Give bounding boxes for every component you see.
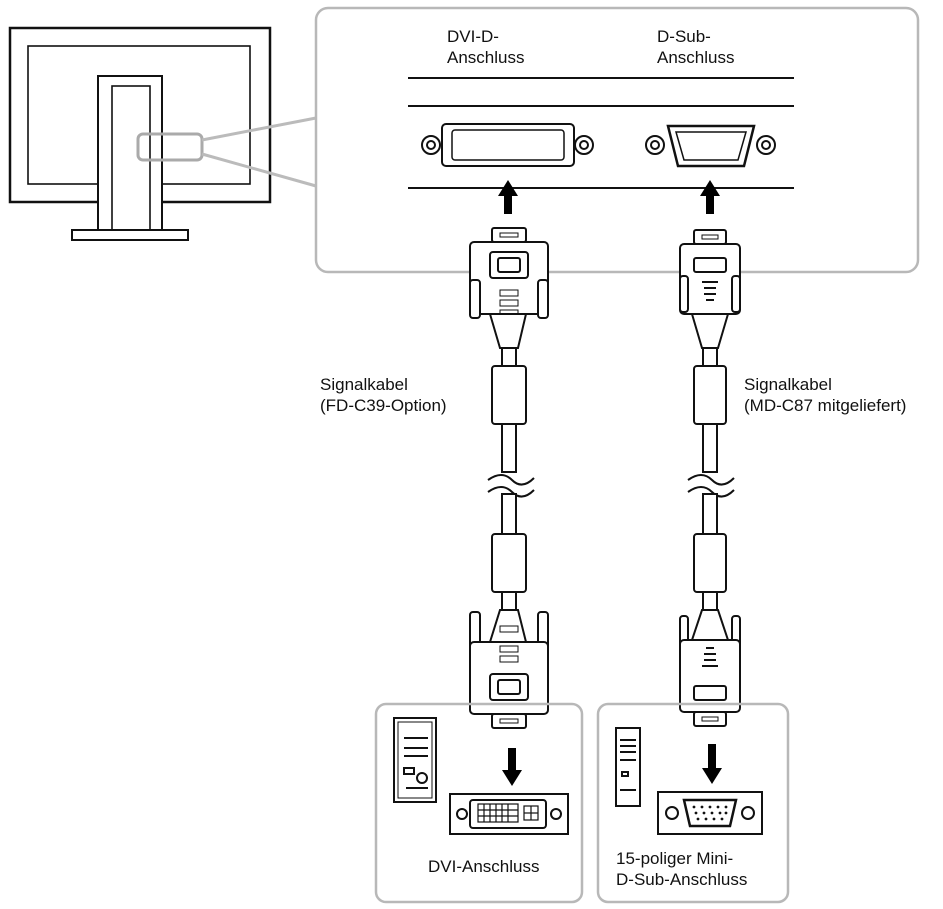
monitor-icon [8, 26, 272, 241]
pc-d-sub-port-label-line1: 15-poliger Mini- [616, 849, 734, 868]
d-sub-port-label-line1: D-Sub- [657, 27, 711, 46]
d-sub-port-icon [645, 124, 776, 168]
dvi-d-port-label: DVI-D- Anschluss [447, 26, 524, 68]
pc-d-sub-port-label-line2: D-Sub-Anschluss [616, 870, 748, 889]
pc-dvi-panel [374, 702, 584, 904]
pc-d-sub-port-icon [657, 791, 763, 835]
d-sub-port-label: D-Sub- Anschluss [657, 26, 734, 68]
dvi-d-port-label-line1: DVI-D- [447, 27, 499, 46]
pc-dvi-port-icon [449, 793, 569, 835]
d-sub-port-label-line2: Anschluss [657, 48, 735, 67]
arrow-up-icon [498, 180, 518, 214]
pc-dvi-port-label-line1: DVI-Anschluss [428, 857, 540, 876]
dvi-cable [469, 227, 549, 729]
pc-d-sub-port-label: 15-poliger Mini- D-Sub-Anschluss [616, 848, 747, 890]
pc-dvi-port-label: DVI-Anschluss [428, 856, 539, 877]
d-sub-cable-label-line2: (MD-C87 mitgeliefert) [744, 396, 907, 415]
dvi-cable-label: Signalkabel (FD-C39-Option) [320, 374, 447, 416]
dvi-cable-label-line1: Signalkabel [320, 375, 408, 394]
computer-tower-icon [393, 717, 437, 803]
dvi-d-port-label-line2: Anschluss [447, 48, 525, 67]
d-sub-cable-label-line1: Signalkabel [744, 375, 832, 394]
d-sub-cable [679, 229, 741, 727]
arrow-up-icon [700, 180, 720, 214]
arrow-down-icon [502, 748, 522, 786]
dvi-cable-label-line2: (FD-C39-Option) [320, 396, 447, 415]
computer-tower-icon [615, 727, 641, 807]
monitor-port-panel [314, 6, 920, 274]
arrow-down-icon [702, 744, 722, 784]
zoom-callout-lines [201, 116, 317, 188]
d-sub-cable-label: Signalkabel (MD-C87 mitgeliefert) [744, 374, 906, 416]
pc-d-sub-panel [596, 702, 790, 904]
dvi-d-port-icon [421, 123, 594, 167]
